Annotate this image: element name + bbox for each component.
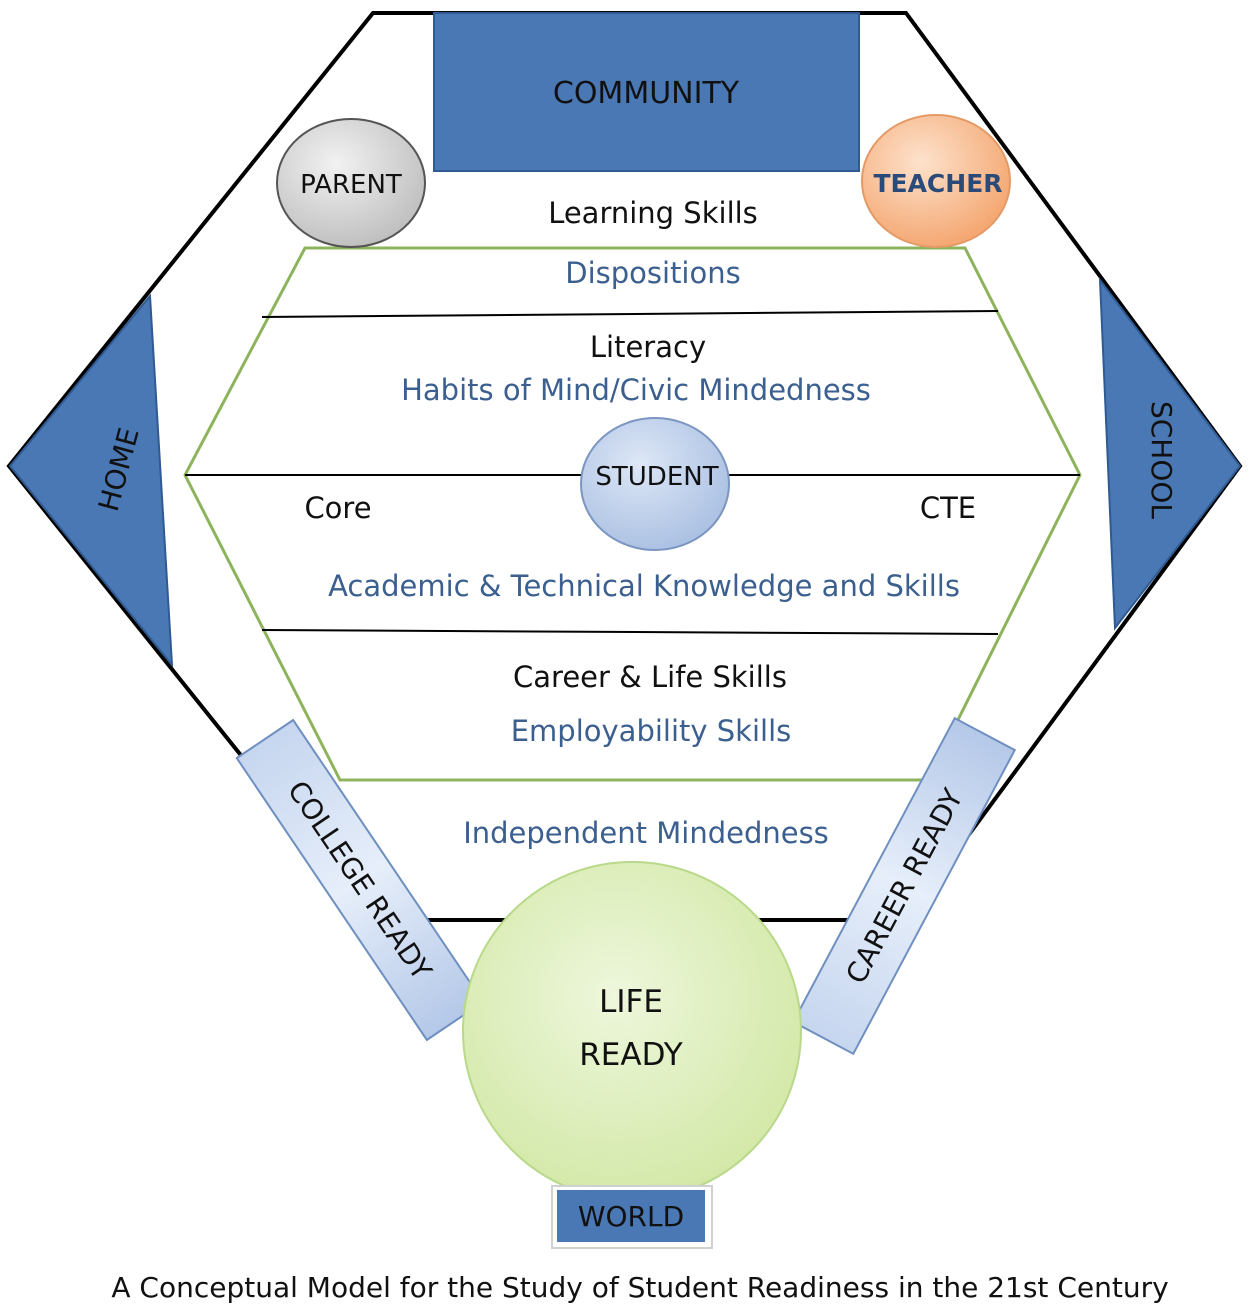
core-text: Core — [304, 491, 371, 525]
cte-text: CTE — [920, 491, 976, 525]
student-label: STUDENT — [595, 462, 718, 492]
community-box — [433, 12, 860, 172]
employability-text: Employability Skills — [511, 714, 792, 748]
literacy-text: Literacy — [590, 330, 706, 364]
figure-caption: A Conceptual Model for the Study of Stud… — [111, 1271, 1168, 1304]
teacher-circle — [861, 114, 1011, 248]
life-ready-line2: READY — [579, 1037, 683, 1073]
band-divider-1 — [261, 310, 999, 318]
habits-text: Habits of Mind/Civic Mindedness — [401, 373, 871, 407]
community-label: COMMUNITY — [553, 76, 740, 111]
world-label: WORLD — [578, 1200, 684, 1233]
world-box — [557, 1190, 705, 1242]
teacher-label: TEACHER — [873, 169, 1002, 198]
life-ready-circle — [462, 861, 802, 1201]
parent-label: PARENT — [300, 170, 402, 200]
band-divider-3 — [261, 629, 999, 635]
academic-text: Academic & Technical Knowledge and Skill… — [328, 569, 960, 603]
school-triangle — [1098, 276, 1242, 631]
independent-text: Independent Mindedness — [463, 816, 829, 850]
parent-circle — [276, 118, 426, 248]
life-ready-line1: LIFE — [599, 984, 663, 1020]
school-label: SCHOOL — [1145, 401, 1178, 519]
dispositions-text: Dispositions — [565, 256, 740, 290]
home-triangle — [8, 293, 174, 669]
career-life-text: Career & Life Skills — [513, 660, 787, 694]
learning-skills-text: Learning Skills — [548, 196, 758, 230]
student-circle — [580, 417, 730, 551]
